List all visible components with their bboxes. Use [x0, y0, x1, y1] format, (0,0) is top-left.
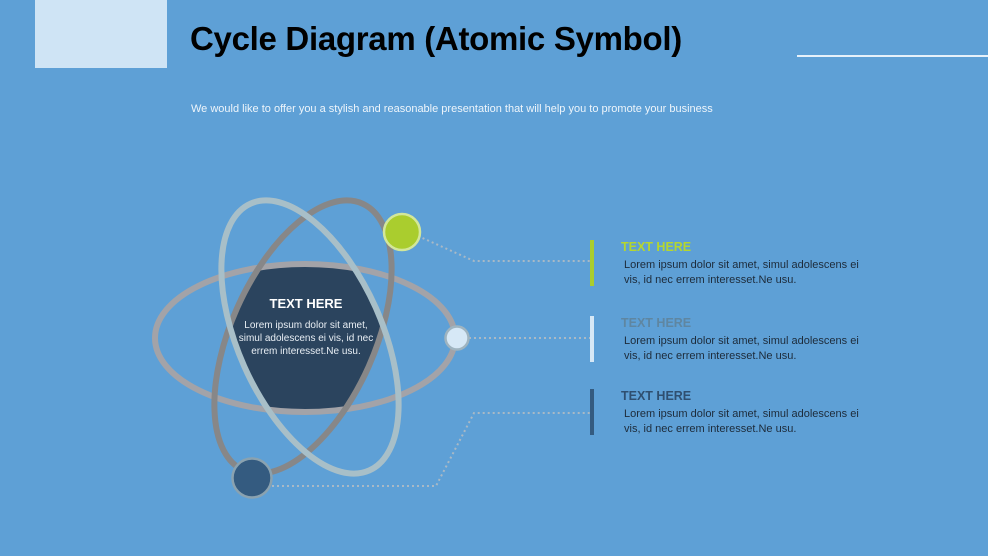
item-3-heading: TEXT HERE [621, 389, 692, 403]
item-2-heading: TEXT HERE [621, 316, 692, 330]
electron-green [382, 212, 422, 252]
item-1-body: Lorem ipsum dolor sit amet, simul adoles… [624, 259, 859, 286]
connector-line-3 [272, 412, 590, 487]
electron-navy [231, 457, 273, 499]
item-2-body: Lorem ipsum dolor sit amet, simul adoles… [624, 335, 859, 362]
item-3-accent-bar [590, 389, 594, 435]
item-1-accent-bar [590, 240, 594, 286]
slide-subtitle: We would like to offer you a stylish and… [191, 103, 713, 115]
item-3-body: Lorem ipsum dolor sit amet, simul adoles… [624, 408, 859, 435]
nucleus-heading: TEXT HERE [269, 296, 343, 311]
nucleus-body: Lorem ipsum dolor sit amet, simul adoles… [238, 320, 374, 357]
slide-title: Cycle Diagram (Atomic Symbol) [190, 20, 682, 57]
electron-light [444, 325, 470, 351]
corner-accent-block [35, 0, 167, 68]
item-1-heading: TEXT HERE [621, 240, 692, 254]
orbit-light [218, 197, 402, 477]
item-2-accent-bar [590, 316, 594, 362]
nucleus-text: TEXT HERE Lorem ipsum dolor sit amet, si… [236, 296, 376, 358]
title-divider-line [797, 55, 988, 57]
connector-line-1 [417, 235, 590, 262]
